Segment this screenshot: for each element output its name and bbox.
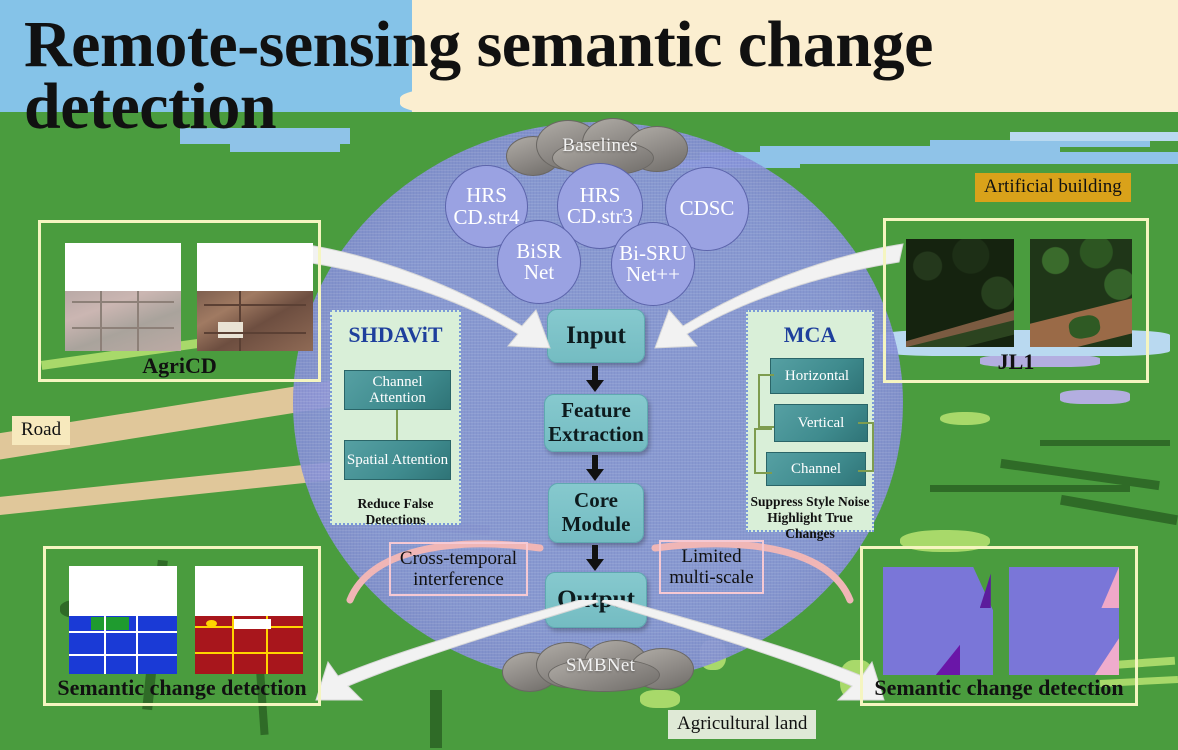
thumb-sky: [197, 243, 313, 293]
jl1-thumb-t2: [1030, 239, 1132, 347]
hedge-row: [930, 485, 1130, 492]
pink-curve-right: [651, 540, 854, 604]
scd-left-thumb-t1: [69, 566, 177, 674]
thumb-field: [197, 290, 313, 351]
pipeline-step-core-module[interactable]: Core Module: [548, 483, 644, 543]
mca-block-vertical[interactable]: Vertical: [774, 404, 868, 442]
dataset-frame-jl1: JL1: [883, 218, 1149, 383]
mca-block-horizontal[interactable]: Horizontal: [770, 358, 864, 394]
baseline-bubble-3: Bi-SRU Net++: [611, 222, 695, 306]
legend-chip-road: Road: [12, 416, 71, 445]
thumb-sky: [69, 566, 177, 618]
mca-panel-footer-line1: Suppress Style Noise: [750, 494, 870, 509]
thumb-sky: [195, 566, 303, 618]
dataset-label-jl1: JL1: [997, 349, 1035, 374]
scd-right-thumb-t2: [1009, 567, 1119, 675]
urban-patch: [1060, 390, 1130, 404]
shdavit-connector: [396, 410, 398, 440]
agricd-thumb-t1: [65, 243, 181, 351]
scd-left-thumb-t2: [195, 566, 303, 674]
thumb-mask: [69, 615, 177, 674]
river-band: [760, 146, 1060, 155]
river-band: [930, 140, 1150, 147]
agricd-thumb-t2: [197, 243, 313, 351]
thumb-sky: [65, 243, 181, 293]
dataset-frame-agricd: AgriCD: [38, 220, 321, 382]
mca-connector-lower: [754, 428, 772, 474]
pipeline-arrow-stem: [592, 455, 598, 471]
smbnet-cloud: SMBNet: [498, 640, 703, 692]
pipeline-arrow-head: [586, 469, 604, 481]
sky-right: [412, 0, 1178, 118]
thumb-field: [65, 290, 181, 351]
thumb-mask: [195, 615, 303, 674]
mca-connector-left: [758, 374, 774, 428]
pipeline-step-feature-extraction[interactable]: Feature Extraction: [544, 394, 648, 452]
dataset-label-agricd: AgriCD: [142, 353, 217, 378]
mca-panel-footer-line2: Highlight True Changes: [767, 510, 853, 541]
lake-left: [180, 128, 350, 144]
lake-left: [230, 142, 340, 152]
shdavit-panel-footer: Reduce False Detections: [357, 496, 434, 527]
note-cross-temporal-interference: Cross-temporal interference: [389, 542, 528, 596]
mca-panel: MCA Horizontal Vertical Channel Suppress…: [746, 310, 874, 541]
arrow-jl1-to-input: [654, 243, 904, 349]
river-band: [1010, 132, 1178, 141]
pipeline-arrow-stem: [592, 366, 598, 382]
cloud-puff: [548, 658, 660, 692]
pipeline-step-input[interactable]: Input: [547, 309, 645, 363]
baseline-bubble-0: HRS CD.str4: [445, 165, 528, 248]
mca-block-channel[interactable]: Channel: [766, 452, 866, 486]
shdavit-block-spatial-attention[interactable]: Spatial Attention: [344, 440, 451, 480]
urban-patch: [980, 355, 1100, 367]
jl1-thumb-t1: [906, 239, 1014, 347]
arrow-output-to-bottom-left: [315, 600, 599, 701]
grass-patch: [940, 412, 990, 425]
baselines-cloud: Baselines: [500, 118, 700, 176]
legend-chip-agricultural-land: Agricultural land: [668, 710, 817, 739]
scd-right-thumb-t1: [883, 567, 993, 675]
dataset-label-scd-right: Semantic change detection: [874, 675, 1124, 700]
arrow-output-to-bottom-right: [601, 600, 885, 701]
mca-connector-right: [858, 422, 874, 472]
arrow-agricd-to-input: [301, 243, 551, 349]
shdavit-panel: SHDAViT Channel Attention Spatial Attent…: [330, 310, 461, 527]
shdavit-panel-title: SHDAViT: [348, 322, 443, 347]
pipeline-arrow-head: [586, 559, 604, 571]
baseline-bubble-2: HRS CD.str3: [557, 163, 643, 249]
crop-patch: [640, 690, 680, 708]
page-title: Remote-sensing semantic change detection: [24, 8, 933, 144]
pipeline-arrow-head: [586, 380, 604, 392]
dataset-frame-scd-left: Semantic change detection: [43, 546, 321, 706]
legend-chip-artificial-building: Artificial building: [975, 173, 1131, 202]
hedge-row: [1040, 440, 1170, 446]
river-band: [700, 152, 1178, 164]
dataset-label-scd-left: Semantic change detection: [57, 675, 307, 700]
mca-panel-title: MCA: [783, 322, 837, 347]
note-limited-multi-scale: Limited multi-scale: [659, 540, 764, 594]
cloud-wisp: [455, 60, 525, 100]
hedge-row: [430, 690, 442, 748]
smbnet-cloud-label: SMBNet: [565, 655, 636, 676]
baseline-bubble-1: BiSR Net: [497, 220, 581, 304]
baselines-cloud-label: Baselines: [562, 135, 638, 156]
shdavit-block-channel-attention[interactable]: Channel Attention: [344, 370, 451, 410]
pink-curve-left: [346, 540, 544, 604]
pipeline-arrow-stem: [592, 545, 598, 561]
dataset-frame-scd-right: Semantic change detection: [860, 546, 1138, 706]
